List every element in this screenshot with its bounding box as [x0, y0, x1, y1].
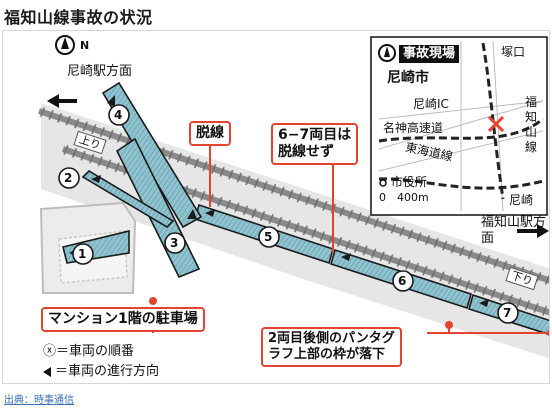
fukuchiyama-direction-label: 福知山駅方面 — [481, 215, 547, 246]
car-number-badge — [497, 302, 519, 324]
pantograph-callout: 2両目後側のパンタグ ラフ上部の枠が落下 — [261, 327, 402, 367]
amagasaki-direction-label: 尼崎駅方面 — [67, 64, 133, 79]
track-up-ties — [37, 106, 549, 286]
direction-arrow-icon — [187, 209, 197, 219]
inset-amagasaki-station: 尼崎 — [509, 193, 534, 207]
arrow-right-icon — [537, 224, 549, 238]
direction-arrow-icon — [205, 209, 215, 217]
north-label: N — [80, 39, 90, 52]
car-number-badge — [58, 167, 80, 189]
car-2-label: 2 — [64, 171, 73, 185]
direction-arrow-icon — [107, 95, 115, 107]
legend-arrow-icon — [43, 366, 51, 377]
inset-meishin: 名神高速道 — [383, 121, 444, 135]
car-number-badge — [164, 232, 186, 254]
arrow-left-icon — [47, 94, 59, 108]
car-7-label: 7 — [503, 306, 512, 320]
source-link[interactable]: 出典：時事通信 — [4, 395, 74, 406]
north-compass-icon — [55, 35, 75, 55]
diagram-frame: N 尼崎駅方面 福知山駅方面 上り 下り 脱線 6−7両目は 脱線せず マンショ… — [2, 30, 550, 384]
car-5-label: 5 — [264, 230, 273, 244]
inset-amagasaki-ic: 尼崎IC — [413, 97, 449, 111]
car-3-label: 3 — [170, 236, 179, 250]
car-1-label: 1 — [78, 247, 87, 261]
car-number-badge — [72, 243, 94, 265]
direction-arrow-icon — [91, 175, 101, 183]
accident-diagram — [37, 35, 549, 359]
legend-order: ⓧ＝車両の順番 — [43, 344, 135, 359]
car-number-badge — [258, 226, 280, 248]
inset-city-hall: 市役所 — [391, 175, 428, 189]
inset-map — [370, 36, 548, 216]
car-4-label: 4 — [114, 108, 123, 122]
car-6-label: 6 — [398, 274, 407, 288]
inset-title: 事故現場 — [399, 45, 460, 63]
no-derail-callout: 6−7両目は 脱線せず — [271, 123, 359, 165]
inset-amagasaki-city: 尼崎市 — [387, 70, 429, 86]
inset-scale: 0 400m — [379, 191, 429, 204]
derail-callout: 脱線 — [189, 121, 231, 146]
page-title: 福知山線事故の状況 — [4, 8, 153, 27]
parking-callout: マンション1階の駐車場 — [41, 307, 205, 332]
direction-arrow-icon — [341, 253, 351, 261]
legend-direction: ＝車両の進行方向 — [43, 363, 159, 380]
car-2 — [81, 169, 175, 229]
inset-fukuchiyama-line: 福知山線 — [525, 95, 538, 154]
direction-arrow-icon — [479, 299, 489, 307]
inset-tsukaguchi: 塚口 — [501, 45, 526, 59]
car-number-badge — [108, 104, 130, 126]
car-number-badge — [392, 270, 414, 292]
